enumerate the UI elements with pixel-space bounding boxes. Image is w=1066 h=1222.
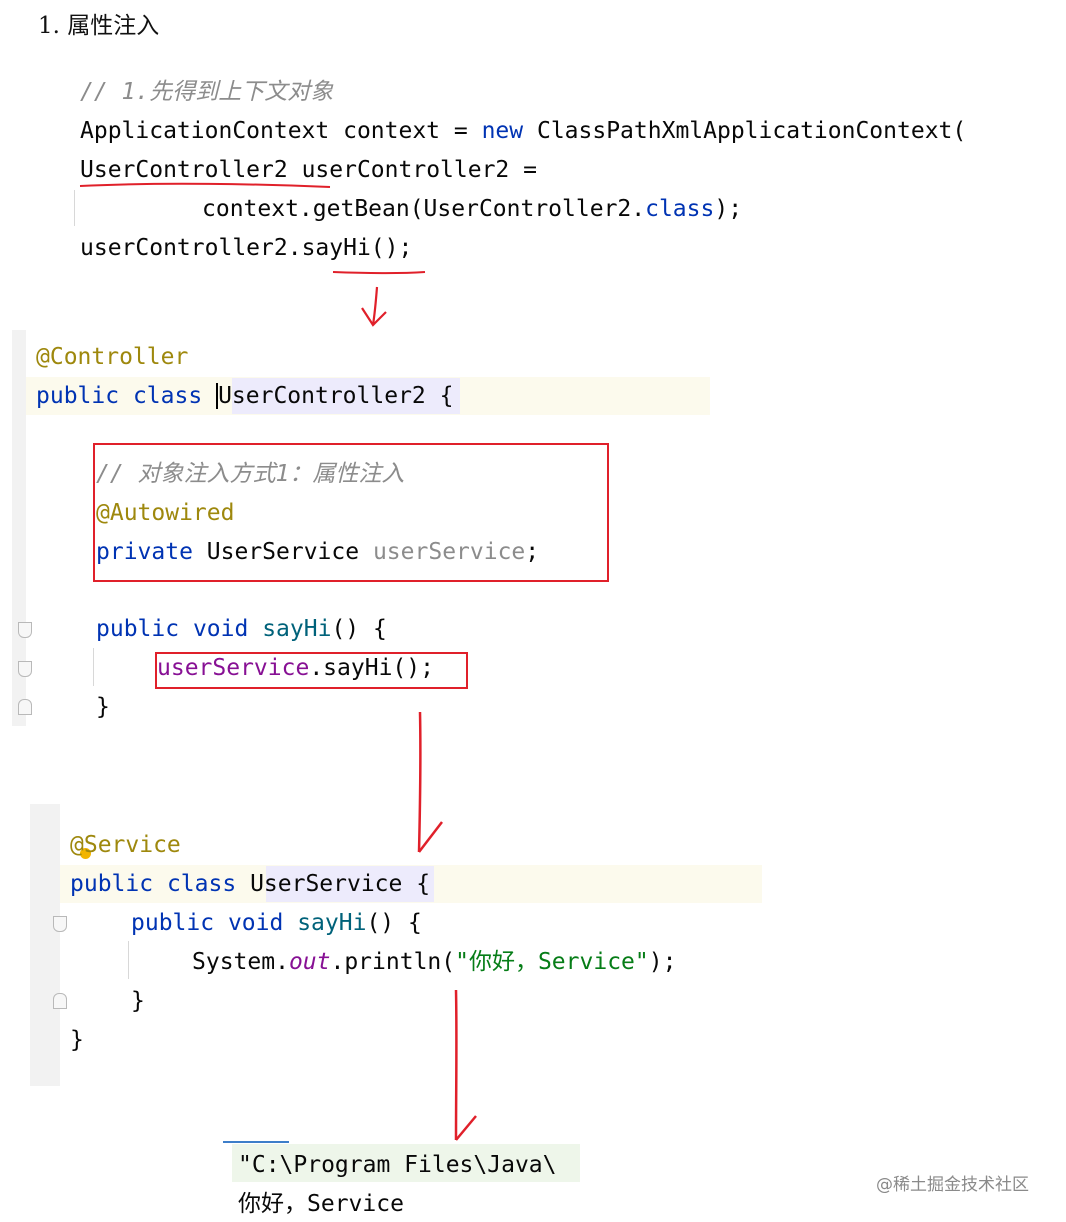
keyword: public	[96, 616, 180, 642]
keyword: public	[131, 910, 215, 936]
code-text: );	[714, 196, 743, 222]
annotation: @Service	[70, 832, 181, 858]
class-name: UserService	[250, 871, 403, 897]
fold-marker-icon[interactable]	[53, 993, 67, 1009]
console-result: 你好，Service	[238, 1191, 404, 1217]
type-name: UserController2	[80, 157, 288, 183]
arrow-head-icon	[418, 821, 443, 853]
code-line: // 对象注入方式1：属性注入	[96, 455, 404, 494]
code-text: System.	[192, 949, 289, 975]
arrow-down-icon	[417, 711, 422, 853]
code-text: );	[648, 949, 677, 975]
code-line: UserController2 userController2 =	[80, 151, 537, 190]
fold-marker-icon[interactable]	[53, 916, 67, 932]
method-call: .sayHi();	[309, 655, 434, 681]
code-text: .println(	[330, 949, 456, 975]
keyword: class	[166, 871, 237, 897]
indent-guide	[74, 190, 75, 226]
code-text: {	[402, 871, 431, 897]
editor-gutter	[30, 804, 60, 1086]
code-text: context =	[329, 118, 482, 144]
keyword: private	[96, 539, 193, 565]
annotation: @Autowired	[96, 500, 235, 526]
code-text: ClassPathXmlApplicationContext(	[523, 118, 967, 144]
code-line: ApplicationContext context = new ClassPa…	[80, 112, 966, 151]
code-line: context.getBean(UserController2.class);	[202, 190, 742, 229]
code-line: public void sayHi() {	[96, 610, 387, 649]
code-line: }	[96, 688, 110, 727]
code-line: public void sayHi() {	[131, 904, 422, 943]
identifier-highlight	[232, 378, 460, 414]
static-field: out	[288, 949, 331, 975]
field-injection-highlight-box	[93, 443, 609, 582]
code-line: System.out.println("你好，Service");	[192, 943, 676, 982]
code-line: userController2.sayHi();	[80, 229, 412, 268]
console-line: "C:\Program Files\Java\	[238, 1146, 557, 1185]
keyword: void	[227, 910, 284, 936]
console-path: "C:\Program Files\Java\	[238, 1152, 557, 1178]
code-text: {	[425, 383, 454, 409]
code-comment: // 对象注入方式1：属性注入	[96, 461, 405, 487]
arrow-down-icon	[371, 286, 379, 326]
method-call: sayHi();	[301, 235, 413, 261]
section-heading: 1. 属性注入	[38, 13, 160, 39]
string-literal: "你好，Service"	[455, 949, 649, 975]
code-text: }	[96, 694, 110, 720]
type-name: UserService	[192, 539, 373, 565]
code-line: @Controller	[36, 338, 188, 377]
watermark: @稀土掘金技术社区	[876, 1175, 1029, 1195]
code-line: @Service	[70, 826, 181, 865]
fold-marker-icon[interactable]	[18, 622, 32, 638]
code-line: public class UserController2 {	[36, 377, 453, 416]
code-line: @Autowired	[96, 494, 234, 533]
keyword: public	[70, 871, 154, 897]
keyword: public	[36, 383, 120, 409]
code-line: private UserService userService;	[96, 533, 539, 572]
class-name: UserController2	[216, 383, 426, 409]
method-name: sayHi	[262, 616, 332, 642]
code-text: ;	[525, 539, 540, 565]
code-line: }	[70, 1021, 84, 1060]
arrow-head-icon	[455, 1115, 477, 1141]
keyword: void	[192, 616, 249, 642]
code-line: userService.sayHi();	[157, 649, 434, 688]
field-reference: userService	[157, 655, 310, 681]
fold-marker-icon[interactable]	[18, 699, 32, 715]
indent-guide	[93, 648, 94, 686]
underline-mark	[79, 182, 331, 188]
indent-guide	[128, 941, 129, 979]
annotation: @Controller	[36, 344, 189, 370]
code-text: userController2 =	[287, 157, 537, 183]
console-line: 你好，Service	[238, 1185, 404, 1222]
lightbulb-icon[interactable]	[80, 848, 91, 859]
method-name: sayHi	[297, 910, 367, 936]
code-line: public class UserService {	[70, 865, 430, 904]
underline-mark	[332, 271, 426, 275]
code-text: }	[131, 988, 145, 1014]
call-highlight-box	[155, 652, 468, 689]
keyword: new	[481, 118, 524, 144]
keyword: class	[132, 383, 203, 409]
code-line: }	[131, 982, 145, 1021]
code-line: // 1.先得到上下文对象	[80, 73, 333, 112]
console-tab-indicator	[223, 1141, 289, 1143]
code-text: () {	[366, 910, 422, 936]
identifier-highlight	[266, 866, 434, 902]
code-text: userController2.	[80, 235, 302, 261]
code-text: () {	[331, 616, 387, 642]
type-name: ApplicationContext	[80, 118, 330, 144]
code-comment: // 1.先得到上下文对象	[80, 79, 334, 105]
arrow-head-icon	[361, 307, 387, 327]
field-name: userService	[372, 539, 526, 565]
code-text: }	[70, 1027, 84, 1053]
code-text: context.getBean(UserController2.	[202, 196, 646, 222]
fold-marker-icon[interactable]	[18, 661, 32, 677]
console-line-highlight	[232, 1144, 580, 1182]
keyword: class	[645, 196, 715, 222]
